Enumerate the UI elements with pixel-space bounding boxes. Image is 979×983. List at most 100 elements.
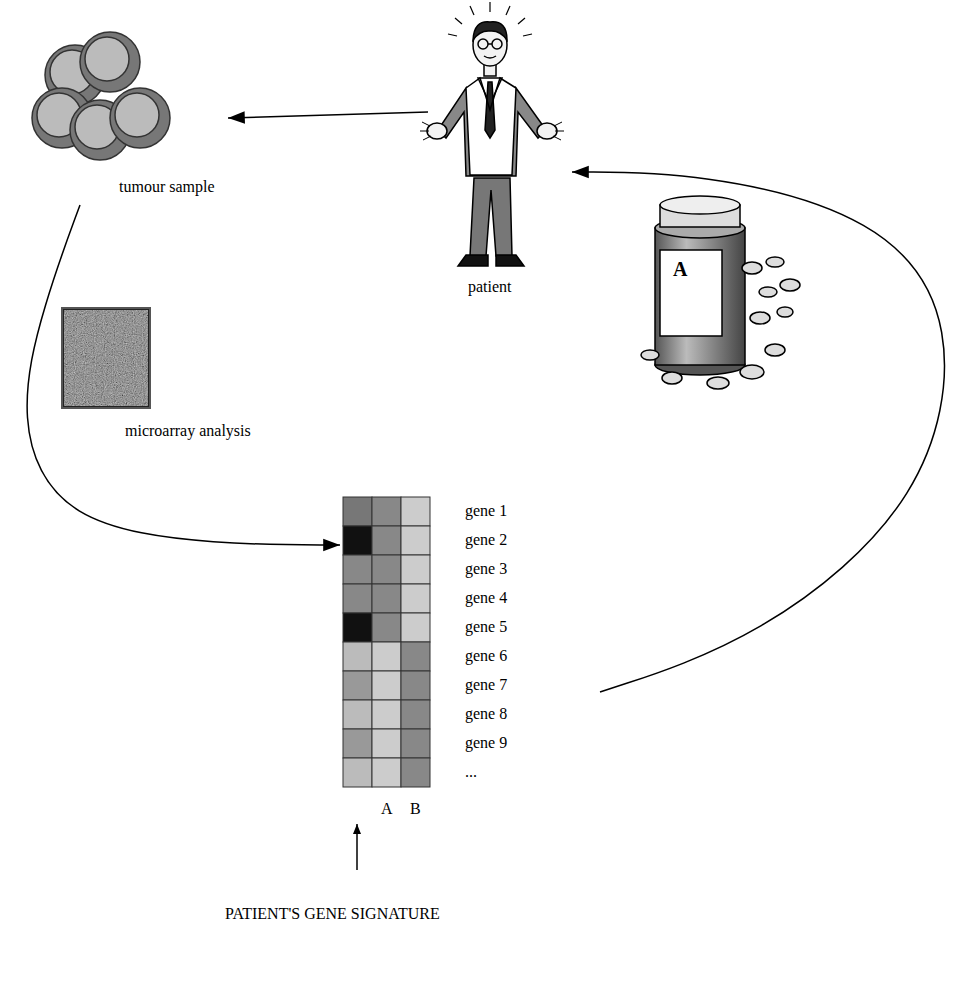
drawing-part xyxy=(488,43,492,45)
drawing-part xyxy=(766,257,784,267)
drawing-part xyxy=(470,6,474,15)
flow-arrow xyxy=(27,205,340,545)
drawing-part xyxy=(85,37,129,81)
pills xyxy=(641,257,800,389)
gene-label: gene 1 xyxy=(465,502,507,520)
drawing-part xyxy=(641,350,659,360)
caption-label: PATIENT'S GENE SIGNATURE xyxy=(225,905,440,923)
microarray-chip xyxy=(62,308,150,408)
heatmap-cell xyxy=(372,526,401,555)
heatmap-cell xyxy=(401,497,430,526)
drawing-part xyxy=(492,39,502,49)
drawing-part xyxy=(489,2,490,12)
gene-label: gene 2 xyxy=(465,531,507,549)
pill-bottle xyxy=(641,196,800,389)
flow-arrow xyxy=(572,172,944,692)
heatmap-cell xyxy=(343,497,372,526)
drawing-part xyxy=(759,287,777,297)
gene-label: gene 8 xyxy=(465,705,507,723)
heatmap-cell xyxy=(401,642,430,671)
heatmap-cell xyxy=(401,526,430,555)
heatmap-cell xyxy=(343,671,372,700)
drawing-part xyxy=(707,377,729,389)
drawing-part xyxy=(523,34,532,36)
heatmap-cell xyxy=(372,613,401,642)
column-label: A xyxy=(381,800,393,818)
drawing-part xyxy=(777,307,793,317)
heatmap-cell xyxy=(343,700,372,729)
drawing-part xyxy=(62,308,150,408)
drawing-part xyxy=(470,178,512,256)
heatmap-cell xyxy=(343,584,372,613)
drawing-part xyxy=(554,122,562,126)
gene-label: gene 3 xyxy=(465,560,507,578)
tumour-sample: tumour sample xyxy=(30,35,228,205)
heatmap-grid xyxy=(343,497,430,787)
heatmap-cell xyxy=(372,758,401,787)
node-label: tumour sample xyxy=(119,178,215,196)
heatmap-cell xyxy=(372,642,401,671)
patient-figure xyxy=(420,2,564,266)
drug-bottle: A xyxy=(640,210,800,390)
drawing-part xyxy=(484,56,496,58)
heatmap-cell xyxy=(401,671,430,700)
heatmap-cell xyxy=(343,526,372,555)
drawing-part xyxy=(423,136,431,140)
heatmap-cell xyxy=(401,613,430,642)
drawing-part xyxy=(64,310,148,406)
drawing-part xyxy=(115,93,159,137)
heatmap-cell xyxy=(343,642,372,671)
heatmap-cell xyxy=(401,758,430,787)
tumour-cells xyxy=(32,32,170,160)
drawing-part xyxy=(780,279,800,291)
flow-arrow xyxy=(228,112,428,118)
drawing-part xyxy=(478,39,488,49)
drawing-part xyxy=(740,365,764,379)
heatmap-cell xyxy=(372,555,401,584)
gene-label: ... xyxy=(465,763,477,781)
drawing-part xyxy=(765,344,785,356)
patient-figure-box: patient xyxy=(428,0,572,300)
heatmap-cell xyxy=(343,758,372,787)
heatmap-cell xyxy=(401,584,430,613)
drawing-part xyxy=(422,122,430,126)
microarray-box: microarray analysis xyxy=(55,300,265,450)
heatmap-cell xyxy=(372,700,401,729)
node-label: microarray analysis xyxy=(125,422,251,440)
drawing-part xyxy=(662,372,682,384)
drawing-part xyxy=(473,22,507,40)
column-label: B xyxy=(410,800,421,818)
drawing-part xyxy=(420,122,564,140)
drawing-part xyxy=(518,18,525,24)
gene-label: gene 5 xyxy=(465,618,507,636)
heatmap-cell xyxy=(372,584,401,613)
heatmap-cell xyxy=(343,729,372,758)
gene-label: gene 4 xyxy=(465,589,507,607)
heatmap-cell xyxy=(372,729,401,758)
drawing-part xyxy=(506,6,510,15)
drug-letter: A xyxy=(673,260,687,278)
gene-label: gene 9 xyxy=(465,734,507,752)
gene-label: gene 6 xyxy=(465,647,507,665)
drawing-part xyxy=(496,255,524,266)
drawing-part xyxy=(420,131,429,132)
drawing-part xyxy=(655,228,745,365)
drawing-part xyxy=(750,312,770,324)
heatmap-cell xyxy=(401,700,430,729)
drawing-part xyxy=(553,136,561,140)
drawing-part xyxy=(458,255,488,266)
drawing-part xyxy=(448,34,457,36)
gene-label: gene 7 xyxy=(465,676,507,694)
drawing-part xyxy=(660,250,722,336)
drawing-part xyxy=(455,18,462,24)
gene-signature-heatmap: gene 1 gene 2 gene 3 gene 4 gene 5 gene 6 gene… xyxy=(340,490,600,820)
drawing-part xyxy=(80,32,140,92)
node-label: patient xyxy=(468,278,512,296)
drawing-part xyxy=(466,78,516,110)
drawing-part xyxy=(110,88,170,148)
drawing-part xyxy=(62,308,150,408)
heatmap-cell xyxy=(372,671,401,700)
heatmap-cell xyxy=(372,497,401,526)
